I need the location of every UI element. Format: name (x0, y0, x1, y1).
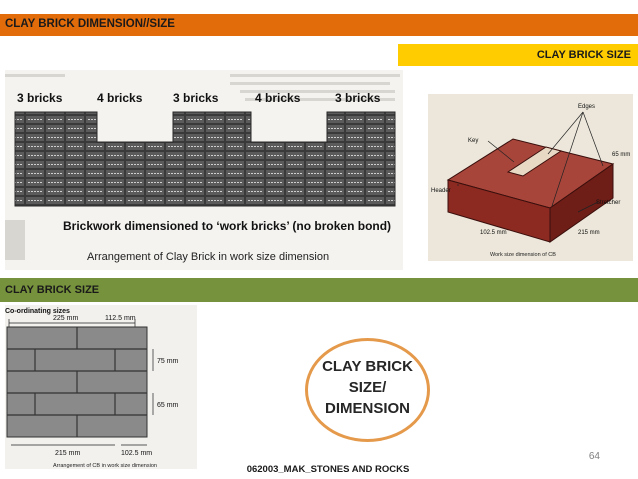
brick-figure-caption: Work size dimension of CB (490, 252, 556, 258)
bond-subcaption: Arrangement of Clay Brick in work size d… (87, 251, 329, 263)
edges-label: Edges (578, 104, 595, 110)
coord-title: Co-ordinating sizes (5, 308, 70, 315)
brick-bond-figure: 3 bricks 4 bricks 3 bricks 4 bricks 3 br… (5, 70, 403, 270)
footer-text: 062003_MAK_STONES AND ROCKS (246, 464, 410, 475)
count-label-2: 4 bricks (97, 91, 143, 105)
count-label-4: 4 bricks (255, 91, 301, 105)
top-dim-2: 112.5 mm (105, 315, 136, 322)
callout-line-2: SIZE/ (348, 379, 387, 396)
count-label-3: 3 bricks (173, 91, 219, 105)
coordinating-sizes-figure: Co-ordinating sizes 225 mm 112.5 mm 75 m… (5, 305, 197, 469)
right-banner: CLAY BRICK SIZE (398, 44, 638, 66)
section-banner: CLAY BRICK SIZE (0, 278, 638, 302)
height-dim: 65 mm (612, 152, 630, 158)
clay-brick-figure: Edges Key Header Stretcher 65 mm 215 mm … (428, 94, 633, 261)
bottom-dim-1: 215 mm (55, 450, 80, 457)
section-banner-label: CLAY BRICK SIZE (5, 284, 100, 296)
right-banner-label: CLAY BRICK SIZE (536, 49, 631, 61)
slide-title: CLAY BRICK DIMENSION//SIZE (5, 18, 175, 30)
title-bar: CLAY BRICK DIMENSION//SIZE (0, 14, 638, 36)
top-dim-1: 225 mm (53, 315, 78, 322)
count-label-5: 3 bricks (335, 91, 381, 105)
bond-caption: Brickwork dimensioned to ‘work bricks’ (… (63, 219, 391, 233)
page-number: 64 (588, 451, 600, 462)
side-dim-2: 65 mm (157, 402, 179, 409)
callout-ellipse (305, 338, 430, 442)
header-label: Header (431, 188, 451, 194)
count-label-1: 3 bricks (17, 91, 63, 105)
callout-line-3: DIMENSION (324, 400, 410, 417)
side-dim-1: 75 mm (157, 358, 179, 365)
length-dim: 215 mm (578, 230, 600, 236)
callout-line-1: CLAY BRICK (322, 358, 413, 375)
bottom-dim-2: 102.5 mm (121, 450, 152, 457)
coord-caption: Arrangement of CB in work size dimension (53, 463, 157, 469)
brick-count-labels: 3 bricks 4 bricks 3 bricks 4 bricks 3 br… (17, 91, 381, 105)
key-label: Key (468, 138, 478, 144)
width-dim: 102.5 mm (480, 230, 507, 236)
stretcher-label: Stretcher (596, 200, 620, 206)
callout-text: CLAY BRICK SIZE/ DIMENSION (305, 356, 430, 419)
